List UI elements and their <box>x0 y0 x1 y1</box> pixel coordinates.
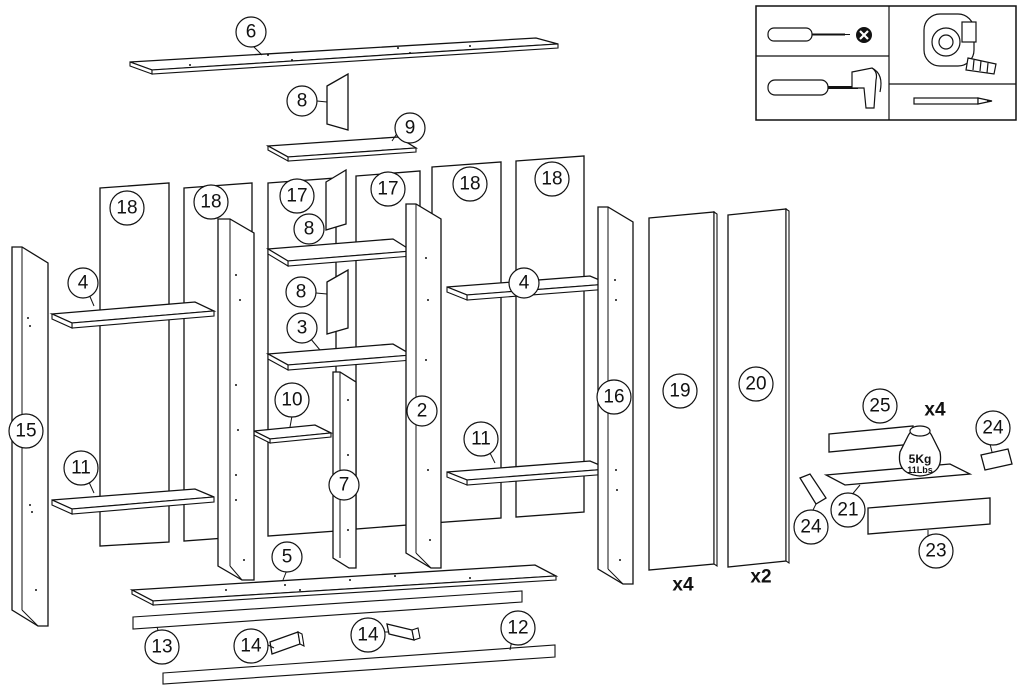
svg-text:8: 8 <box>304 219 315 240</box>
callouts: 6 8 9 18 18 17 8 17 18 18 4 4 8 3 10 15 … <box>8 16 1011 665</box>
svg-text:4: 4 <box>519 273 530 294</box>
svg-text:24: 24 <box>982 418 1004 439</box>
weight-limit-icon: 5Kg 11Lbs <box>898 425 942 477</box>
support-14-left <box>267 631 305 655</box>
callout-10: 10 <box>274 382 310 418</box>
svg-text:18: 18 <box>541 169 562 190</box>
svg-text:24: 24 <box>800 517 822 538</box>
divider-8-lower <box>315 268 349 335</box>
svg-text:3: 3 <box>297 318 308 339</box>
callout-25: 25 <box>862 388 898 424</box>
svg-text:12: 12 <box>507 618 528 639</box>
shelf-11-right <box>446 448 610 486</box>
callout-20: 20 <box>738 366 774 402</box>
drawer-side-24-left <box>799 473 827 513</box>
shelf-4-left <box>49 291 217 329</box>
divider-8-top <box>316 72 349 131</box>
panel-6 <box>129 37 559 75</box>
svg-text:17: 17 <box>286 186 307 207</box>
svg-text:13: 13 <box>151 637 172 658</box>
callout-13: 13 <box>144 629 180 665</box>
svg-text:6: 6 <box>246 22 257 43</box>
callout-21: 21 <box>830 492 866 528</box>
svg-text:2: 2 <box>417 401 428 422</box>
callout-23: 23 <box>918 533 954 569</box>
svg-text:18: 18 <box>459 174 480 195</box>
callout-6: 6 <box>235 16 267 48</box>
divider-8-middle <box>325 168 347 231</box>
callout-14-right: 14 <box>350 617 386 653</box>
callout-17-b: 17 <box>370 171 406 207</box>
callout-15: 15 <box>8 413 44 449</box>
panel-2 <box>405 203 442 569</box>
callout-4-right: 4 <box>508 267 540 299</box>
svg-text:25: 25 <box>869 396 890 417</box>
no-power-drill-icon <box>856 27 872 43</box>
svg-text:21: 21 <box>837 500 858 521</box>
svg-text:18: 18 <box>116 198 137 219</box>
callout-17-a: 17 <box>279 178 315 214</box>
shelf-11-left <box>51 479 215 515</box>
shelf-9 <box>265 131 419 162</box>
svg-text:20: 20 <box>745 374 766 395</box>
quantity-20-label: x2 <box>750 567 771 588</box>
svg-text:11: 11 <box>71 458 91 479</box>
weight-kg-label: 5Kg <box>909 452 932 466</box>
svg-text:8: 8 <box>297 91 308 112</box>
svg-text:14: 14 <box>357 625 379 646</box>
drawer-back-23 <box>867 497 991 538</box>
svg-text:11: 11 <box>471 429 491 450</box>
support-14-right <box>383 623 421 641</box>
callout-7: 7 <box>328 469 360 501</box>
callout-9: 9 <box>394 112 426 144</box>
weight-lbs-label: 11Lbs <box>907 465 933 475</box>
quantity-25-label: x4 <box>924 400 946 421</box>
drawer-side-24-right <box>980 443 1013 471</box>
svg-text:9: 9 <box>405 118 416 139</box>
callout-16: 16 <box>596 379 632 415</box>
svg-text:17: 17 <box>377 179 398 200</box>
callout-11-left: 11 <box>63 450 99 486</box>
svg-text:23: 23 <box>925 541 946 562</box>
callout-8-top: 8 <box>286 85 318 117</box>
callout-18-b: 18 <box>193 184 229 220</box>
callout-11-right: 11 <box>463 421 499 457</box>
svg-text:14: 14 <box>240 636 262 657</box>
callout-18-a: 18 <box>109 190 145 226</box>
tools-box <box>755 5 1017 121</box>
shelf-10 <box>251 415 334 444</box>
callout-4-left: 4 <box>67 267 99 299</box>
callout-18-d: 18 <box>534 161 570 197</box>
callout-8-lower: 8 <box>285 276 317 308</box>
callout-14-left: 14 <box>233 628 269 664</box>
svg-text:18: 18 <box>200 192 221 213</box>
tape-measure-icon <box>923 13 997 75</box>
pencil-icon <box>913 97 993 105</box>
callout-8-middle: 8 <box>293 213 325 245</box>
quantity-19-label: x4 <box>672 575 694 596</box>
svg-text:16: 16 <box>603 387 624 408</box>
callout-24-right: 24 <box>975 410 1011 446</box>
svg-text:10: 10 <box>281 390 302 411</box>
callout-19: 19 <box>662 373 698 409</box>
hammer-icon <box>767 67 882 109</box>
callout-2: 2 <box>406 395 438 427</box>
screwdriver-icon <box>767 27 850 42</box>
vertical-panel-left <box>217 218 255 581</box>
callout-5: 5 <box>271 541 303 573</box>
callout-12: 12 <box>500 610 536 646</box>
svg-text:19: 19 <box>669 381 690 402</box>
drawer-bottom-21 <box>823 463 973 498</box>
drawer-front-25 <box>828 425 914 453</box>
callout-3: 3 <box>286 312 318 344</box>
svg-text:8: 8 <box>296 282 307 303</box>
svg-text:7: 7 <box>339 475 350 496</box>
svg-text:4: 4 <box>78 273 89 294</box>
callout-18-c: 18 <box>452 166 488 202</box>
svg-text:15: 15 <box>15 421 36 442</box>
base-panel-5 <box>129 564 559 606</box>
callout-24-left: 24 <box>793 509 829 545</box>
svg-text:5: 5 <box>282 547 293 568</box>
